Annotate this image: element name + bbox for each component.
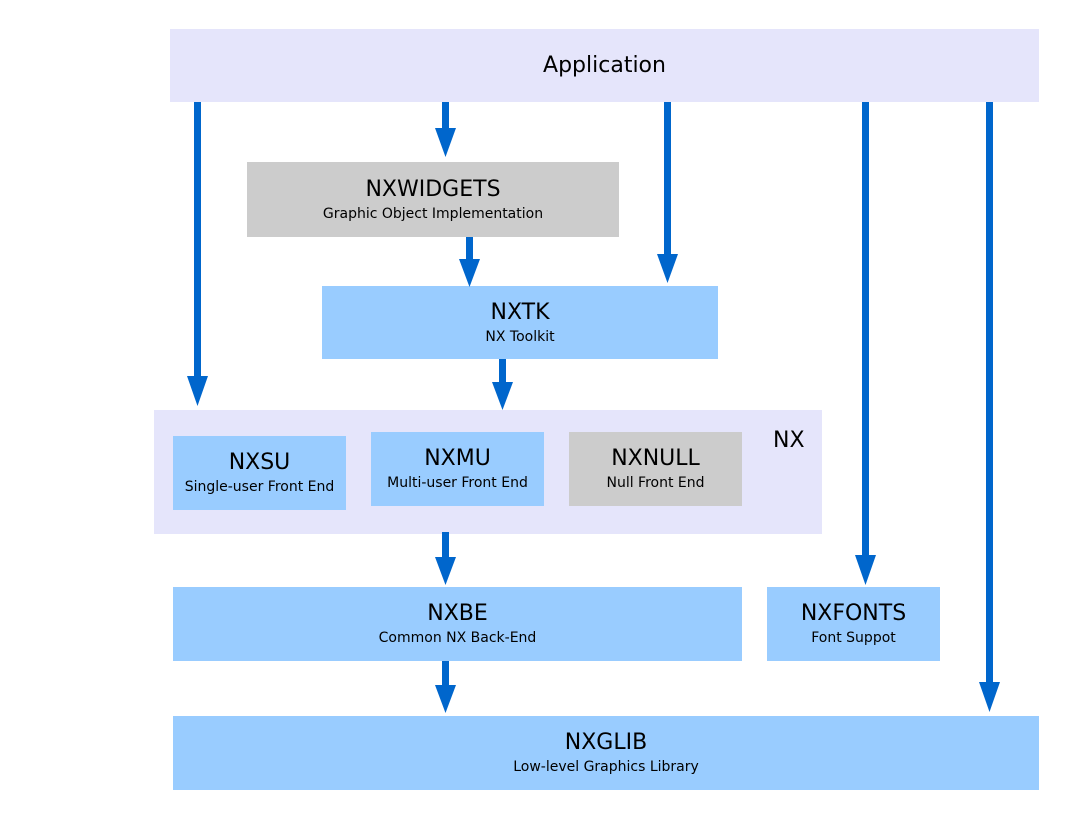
arrow-nxtk-to-nx [492,359,513,410]
nxsu-subtitle: Single-user Front End [184,479,335,495]
nxnull-box: NXNULL Null Front End [569,432,742,506]
arrow-application-to-nxglib [979,102,1000,712]
nxglib-box: NXGLIB Low-level Graphics Library [173,716,1039,790]
nxfonts-box: NXFONTS Font Suppot [767,587,940,661]
nxglib-subtitle: Low-level Graphics Library [513,759,699,775]
nxbe-subtitle: Common NX Back-End [378,630,537,646]
nxnull-title: NXNULL [611,446,700,471]
application-title: Application [543,52,666,78]
nxfonts-subtitle: Font Suppot [811,630,896,646]
nxmu-subtitle: Multi-user Front End [387,475,528,491]
arrow-nxbe-to-nxglib [435,661,456,713]
nxfonts-title: NXFONTS [800,601,907,626]
nxglib-title: NXGLIB [564,730,648,755]
nxbe-box: NXBE Common NX Back-End [173,587,742,661]
arrow-application-to-nxsu [187,102,208,406]
nxbe-title: NXBE [427,601,488,626]
nxnull-subtitle: Null Front End [606,475,705,491]
nxsu-box: NXSU Single-user Front End [173,436,346,510]
arrow-application-to-nxwidgets [435,102,456,157]
nxtk-subtitle: NX Toolkit [485,328,555,345]
nxtk-box: NXTK NX Toolkit [322,286,718,359]
arrow-nx-to-nxbe [435,532,456,585]
arrow-nxwidgets-to-nxtk [459,237,480,287]
nxsu-title: NXSU [228,450,291,475]
application-box: Application [170,29,1039,102]
nxwidgets-box: NXWIDGETS Graphic Object Implementation [247,162,619,237]
arrow-application-to-nxtk [657,102,678,283]
nxtk-title: NXTK [490,299,550,325]
nxmu-title: NXMU [424,446,491,471]
nx-label: NX [773,428,805,453]
nxwidgets-subtitle: Graphic Object Implementation [322,205,544,222]
nxmu-box: NXMU Multi-user Front End [371,432,544,506]
nxwidgets-title: NXWIDGETS [365,176,501,202]
arrow-application-to-nxfonts [855,102,876,585]
